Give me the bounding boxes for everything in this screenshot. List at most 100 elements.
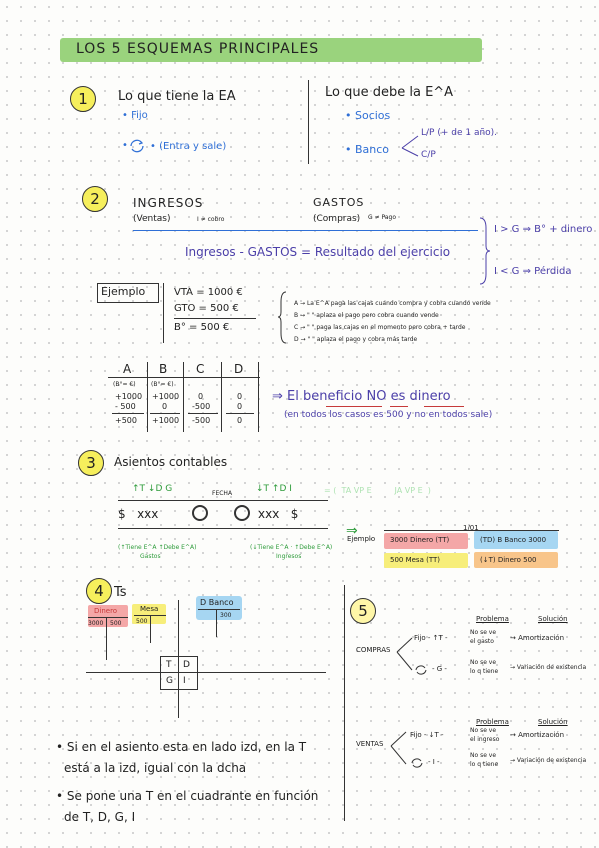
cycle-icon [130,139,144,153]
s2-col-a-sub: (B°= €) [113,381,136,388]
s2-cond-profit: I > G ⇒ B° + dinero [494,224,593,235]
s5-compras-row2-lead: - G - [432,665,447,673]
s4-quadrant-h-axis [86,672,326,673]
s2-ventas-note: I ≠ cobro [197,216,225,223]
banco-corto-plazo: C/P [421,150,436,160]
s2-formula: Ingresos - GASTOS = Resultado del ejerci… [185,245,451,259]
s4-note-1: • Si en el asiento esta en lado izd, en … [56,740,307,754]
s3-right-hook [234,505,250,521]
s2-ejemplo-box [97,283,159,303]
s5-ventas-row2-lead: - I - [428,758,440,766]
s3-ex-row1-right-hl [474,531,558,549]
s5-ventas-row2-prob-2: lo q tiene [470,761,499,768]
s2-no-underline [390,406,408,407]
s4-quadrant-v-axis [178,600,179,718]
s2-table-col-sep-1 [147,362,148,432]
section-4-number: 4 [86,578,112,604]
s2-example-gto: GTO = 500 € [174,303,239,314]
s5-compras-row1-lead: Fijo - ↑T - [414,634,448,642]
banco-branch-lines [401,135,419,157]
s3-left-top: ↑T ↓D G [132,484,173,494]
s2-col-b-line-1: +1000 [152,392,180,401]
s2-ventas: (Ventas) [133,214,171,224]
s2-cond-loss: I < G ⇒ Pérdida [494,266,572,277]
s2-col-d-line-3: 0 [237,416,243,425]
s2-col-b-line-2: 0 [162,402,168,411]
title-highlight [60,38,482,62]
s1-right-heading: Lo que debe la E^A [325,85,454,100]
s4-banco-label: D Banco [200,598,234,607]
s3-ex-row2-left: 500 Mesa (TT) [390,556,440,564]
s4-banco-rule [198,609,240,610]
s4-quad-d: D [183,660,190,670]
s1-left-item-dot: • [122,140,128,151]
s5-ventas-row2-sol: → Variación de existencia [510,757,587,764]
s4-mesa-val: 500 [136,618,148,625]
s1-left-item-entra-sale: • (Entra y sale) [150,141,227,152]
s4-dinero-hl [88,605,128,627]
s2-case-b: B → " " aplaza el pago pero cobra cuando… [294,312,439,319]
s2-example-rule [174,318,256,319]
s5-compras-label: COMPRAS [356,646,391,654]
s2-table-col-sep-2 [183,362,184,432]
s5-compras-problema-head: Problema [476,615,509,623]
s2-case-a: A → La E^A paga las cajas cuando compra … [294,300,491,307]
s4-dinero-rule [88,617,128,618]
s4-s5-divider [344,585,345,821]
s1-right-item-banco: • Banco [345,143,390,156]
s3-left-hook [192,505,208,521]
section-3-number: 3 [78,450,104,476]
s2-compras-note: G ≠ Pago [368,214,396,221]
s2-col-a-line-3: +500 [115,416,137,425]
s2-col-b-head: B [159,362,168,376]
section-2-number: 2 [82,186,108,212]
s2-col-b-line-3: +1000 [152,416,180,425]
s5-ventas-row1-sol: → Amortización [510,731,565,739]
s3-arrow: ⇒ [346,523,358,539]
s2-cases-brace [277,291,287,344]
s3-faded-note: = ( TA VP E JA VP E ) [324,486,431,495]
s2-example-vta: VTA = 1000 € [174,287,243,298]
s5-ventas-row1-lead: Fijo - ↓T - [410,731,444,739]
s5-ventas-solucion-head: Solución [538,718,568,726]
s2-table-col-sep-3 [221,362,222,432]
s3-bottom-rule [118,528,328,529]
s4-note-4: de T, D, G, I [64,810,136,824]
s5-compras-row2-prob-2: lo q tiene [470,668,499,675]
s3-heading: Asientos contables [114,455,228,469]
s3-right-row: xxx $ [258,507,299,521]
s2-table-col-sep-4 [258,362,259,432]
banco-largo-plazo: L/P (+ de 1 año). [421,128,498,138]
s5-compras-solucion-head: Solución [538,615,568,623]
s2-col-a-line-2: - 500 [115,402,136,411]
section-1-number: 1 [70,86,96,112]
s4-quad-i: I [183,676,186,686]
s2-gastos: GASTOS [313,196,365,209]
s4-quad-g: G [166,676,173,686]
s4-mesa-label: Mesa [140,605,159,613]
s2-ejemplo-label: Ejemplo [101,285,146,298]
s3-ex-row2-right-hl [474,552,558,568]
s2-case-d: D → " " aplaza el pago y cobra más tarde [294,336,418,343]
s5-compras-row1-sol: → Amortización [510,634,565,642]
s4-note-3: • Se pone una T en el cuadrante en funci… [56,789,319,803]
s4-dinero-val-2: 500 [110,620,122,627]
s5-compras-row1-prob-1: No se ve [470,629,497,636]
s5-compras-branch [396,637,413,671]
s2-case-c: C → " " paga las cajas en el momento per… [294,324,466,331]
s2-col-d-line-1: 0 [237,392,243,401]
s1-left-heading: Lo que tiene la EA [118,89,236,104]
s5-compras-row2-prob-1: No se ve [470,659,497,666]
s3-ex-row2-left-hl [384,553,468,568]
s3-top-rule [118,500,328,501]
section-5-number: 5 [350,598,376,624]
s3-date: 1/01 [463,524,479,532]
s2-col-b-rule [150,413,180,414]
s3-ex-row1-left-hl [384,533,468,549]
s2-col-c-head: C [196,362,205,376]
s2-compras: (Compras) [313,214,361,224]
s3-left-row: $ xxx [118,507,159,521]
s2-conclusion-sub: (en todos los casos es 500 y no en todos… [284,410,493,420]
s2-col-c-line-2: -500 [192,402,211,411]
s4-dinero-label: Dinero [94,607,118,615]
